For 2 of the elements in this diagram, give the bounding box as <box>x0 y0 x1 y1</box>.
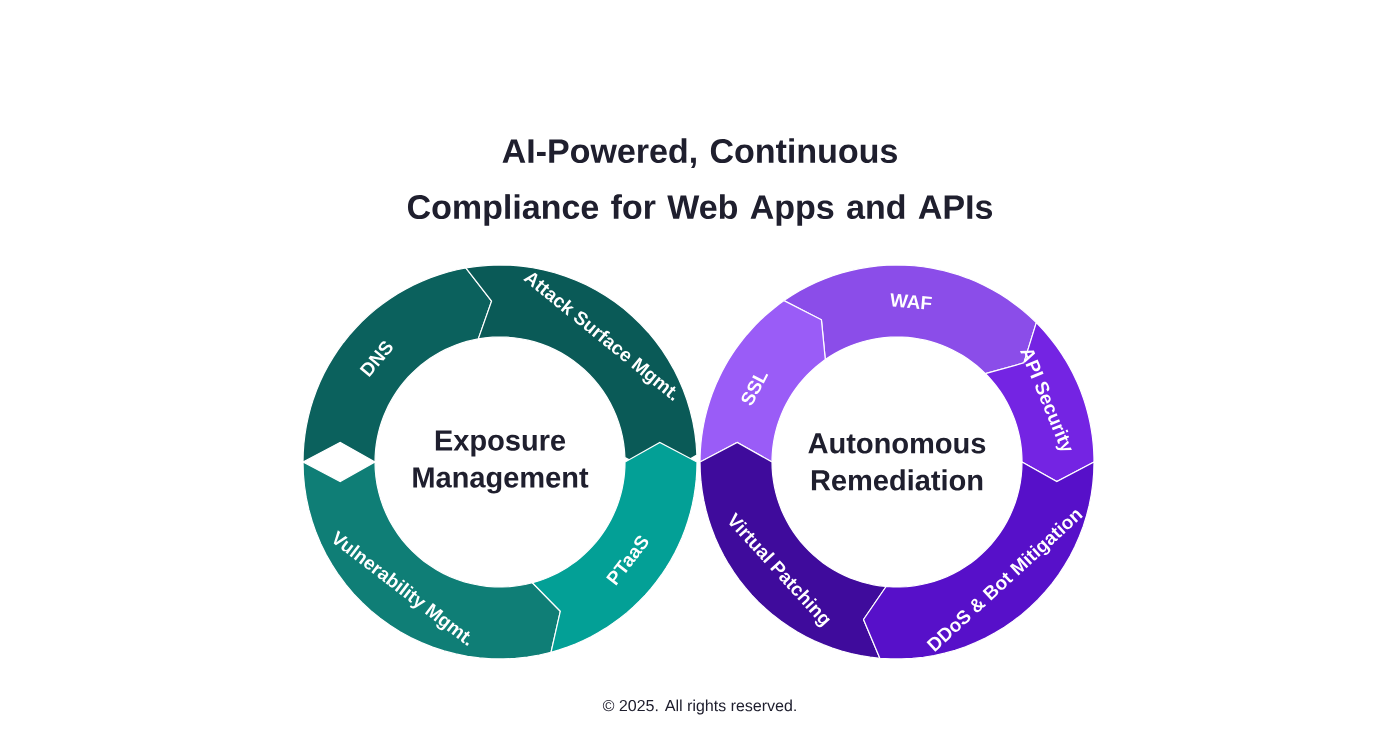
footer-note: © 2025. All rights reserved. <box>602 699 796 715</box>
title: AI-Powered, Continuous Compliance for Web Apps and APIs <box>407 138 993 226</box>
